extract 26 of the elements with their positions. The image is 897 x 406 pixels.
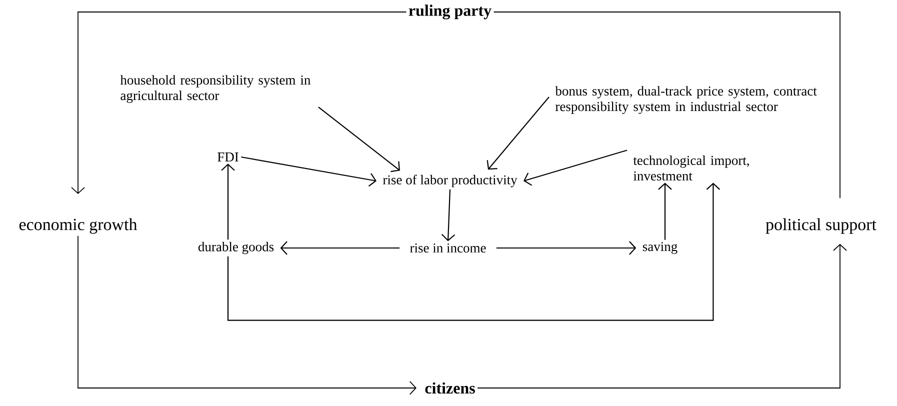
- arrow: [477, 244, 847, 388]
- concept-label: rise of labor productivity: [382, 174, 518, 188]
- heading-label: citizens: [425, 382, 475, 394]
- connector-line: [493, 12, 840, 199]
- concept-label: durable goods: [198, 242, 274, 254]
- concept-label: bonus system, dual-track price system, contract responsibility system in industrial sector: [555, 86, 817, 114]
- arrow: [240, 156, 377, 187]
- concept-label: rise in income: [410, 243, 486, 253]
- concept-label: economic growth: [19, 218, 138, 234]
- arrow: [496, 241, 636, 255]
- concept-label: political support: [766, 218, 876, 234]
- concept-label: saving: [642, 242, 678, 254]
- arrow: [486, 96, 550, 170]
- concept-label: FDI: [218, 152, 238, 162]
- arrow: [441, 189, 456, 242]
- arrow: [78, 235, 416, 395]
- heading-label: ruling party: [408, 4, 492, 20]
- concept-label: household responsibility system in agricultural sector: [120, 75, 310, 103]
- arrow: [227, 182, 720, 321]
- arrow: [524, 150, 628, 186]
- arrow: [221, 164, 235, 240]
- arrow: [71, 12, 407, 194]
- concept-label: technological import, investment: [633, 155, 749, 180]
- arrow: [280, 241, 400, 255]
- arrow: [658, 182, 672, 240]
- arrow: [318, 106, 400, 172]
